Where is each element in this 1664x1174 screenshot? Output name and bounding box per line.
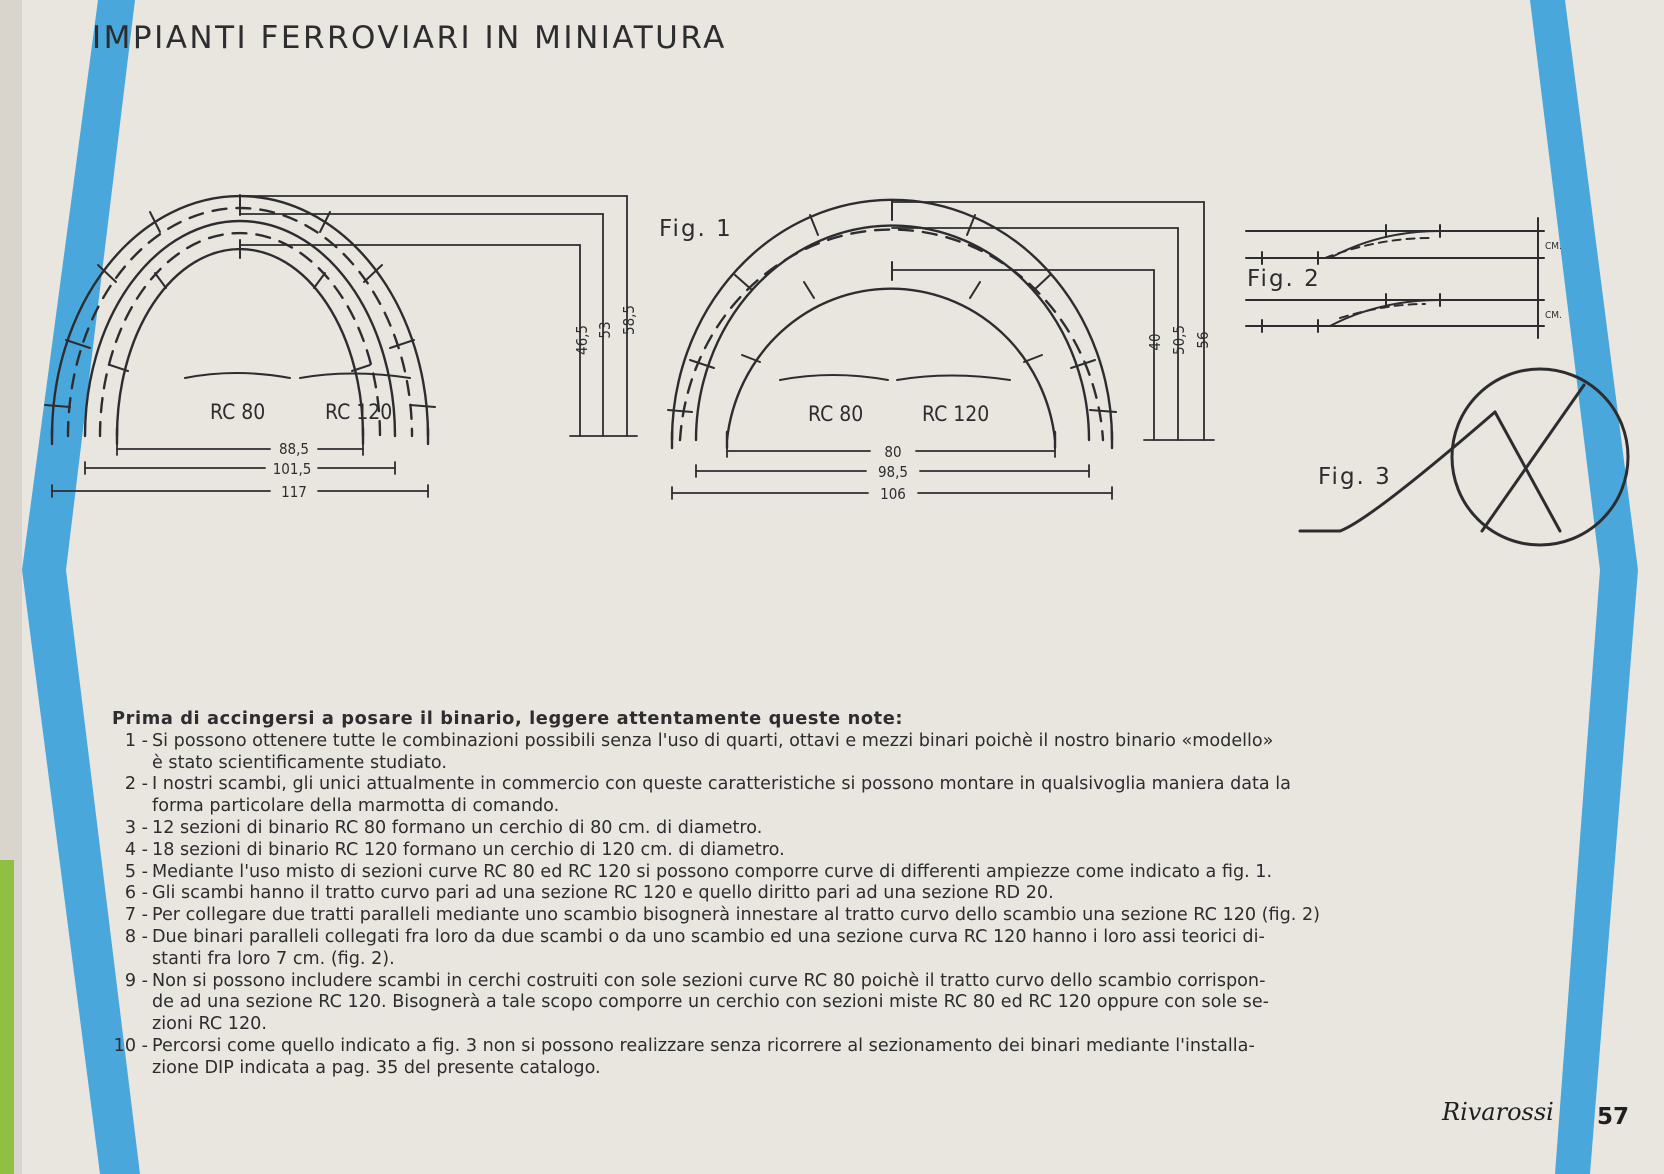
note-number: 2 - — [124, 774, 148, 795]
fig2-ticks — [1261, 224, 1441, 333]
note-item: 7 - Per collegare due tratti paralleli m… — [112, 905, 1584, 927]
note-number: 8 - — [124, 926, 148, 947]
fig3-cross-a — [1493, 410, 1562, 533]
page-title: IMPIANTI FERROVIARI IN MINIATURA — [92, 20, 727, 56]
page-number: 57 — [1597, 1104, 1630, 1130]
rc80-sample-segment — [779, 374, 889, 381]
note-text: I nostri scambi, gli unici attualmente i… — [152, 774, 1291, 817]
note-text: Per collegare due tratti paralleli media… — [152, 905, 1321, 926]
note-item: 2 - I nostri scambi, gli unici attualmen… — [112, 774, 1584, 818]
note-number: 5 - — [124, 861, 148, 882]
fig2-unit-top: CM. — [1545, 241, 1562, 252]
arc-rc80 — [725, 287, 1057, 442]
rc120-sample-segment — [299, 372, 411, 379]
rc120-sample-segment — [896, 374, 1011, 381]
note-text: Mediante l'uso misto di sezioni curve RC… — [152, 861, 1273, 882]
tie-ticks — [667, 199, 1117, 413]
fig2-unit-bottom: CM. — [1545, 310, 1562, 321]
label-rc80: RC 80 — [808, 402, 863, 426]
arc-rc120 — [83, 219, 397, 438]
note-item: 3 - 12 sezioni di binario RC 80 formano … — [112, 818, 1584, 840]
width-dimensions — [671, 444, 1113, 500]
width-101-5: 101,5 — [273, 460, 312, 478]
label-rc80: RC 80 — [210, 400, 265, 424]
width-88-5: 88,5 — [279, 440, 309, 458]
width-98-5: 98,5 — [878, 463, 908, 481]
rc80-sample-segment — [184, 372, 291, 379]
note-text: Percorsi come quello indicato a fig. 3 n… — [152, 1035, 1255, 1078]
right-blue-band — [1530, 0, 1638, 1174]
height-dimensions — [239, 195, 638, 437]
notes-heading: Prima di accingersi a posare il binario,… — [112, 708, 904, 729]
fig2-label: Fig. 2 — [1247, 266, 1321, 292]
note-item: 4 - 18 sezioni di binario RC 120 formano… — [112, 840, 1584, 862]
notes-section: Prima di accingersi a posare il binario,… — [112, 708, 1584, 1080]
note-item: 9 - Non si possono includere scambi in c… — [112, 971, 1584, 1036]
note-number: 6 - — [124, 883, 148, 904]
height-53: 53 — [596, 321, 614, 338]
width-dimensions — [51, 442, 429, 498]
fig3-cross-b — [1480, 383, 1586, 533]
note-item: 1 - Si possono ottenere tutte le combina… — [112, 731, 1584, 775]
fig1-left-diagram: RC 80 RC 120 88,5 101,5 117 46,5 53 58,5 — [44, 194, 638, 501]
note-item: 6 - Gli scambi hanno il tratto curvo par… — [112, 883, 1584, 905]
fig2-diagram: CM. CM. — [1245, 217, 1562, 339]
note-item: 8 - Due binari paralleli collegati fra l… — [112, 927, 1584, 971]
note-text: Gli scambi hanno il tratto curvo pari ad… — [152, 883, 1054, 904]
width-117: 117 — [281, 483, 307, 501]
note-number: 10 - — [113, 1035, 148, 1056]
width-80: 80 — [884, 443, 901, 461]
note-text: 18 sezioni di binario RC 120 formano un … — [152, 839, 785, 860]
note-item: 10 - Percorsi come quello indicato a fig… — [112, 1036, 1584, 1080]
label-rc120: RC 120 — [325, 400, 392, 424]
note-number: 7 - — [124, 905, 148, 926]
note-text: Due binari paralleli collegati fra loro … — [152, 926, 1265, 969]
fig3-label: Fig. 3 — [1318, 464, 1392, 490]
fig3-diagram — [1298, 367, 1630, 547]
note-text: Non si possono includere scambi in cerch… — [152, 970, 1270, 1035]
fig1-right-diagram: RC 80 RC 120 80 98,5 106 40 50,5 56 — [667, 198, 1215, 503]
fig1-label: Fig. 1 — [659, 216, 733, 242]
width-106: 106 — [880, 485, 906, 503]
height-46-5: 46,5 — [573, 325, 591, 355]
tie-ticks — [44, 194, 436, 408]
arc-mixed-dashed — [678, 228, 1105, 442]
height-50-5: 50,5 — [1170, 325, 1188, 355]
height-40: 40 — [1146, 333, 1164, 350]
note-number: 4 - — [124, 839, 148, 860]
note-text: 12 sezioni di binario RC 80 formano un c… — [152, 817, 763, 838]
brand-logo: Rivarossi — [1442, 1098, 1554, 1126]
arc-rc80-dashed — [98, 231, 382, 438]
height-dimensions — [891, 201, 1215, 441]
note-number: 3 - — [124, 817, 148, 838]
height-56: 56 — [1194, 331, 1212, 348]
arc-mixed — [694, 224, 1091, 442]
label-rc120: RC 120 — [922, 402, 989, 426]
note-item: 5 - Mediante l'uso misto di sezioni curv… — [112, 862, 1584, 884]
green-edge-strip — [0, 860, 14, 1174]
left-blue-band — [22, 0, 140, 1174]
note-number: 1 - — [124, 730, 148, 751]
note-text: Si possono ottenere tutte le combinazion… — [152, 730, 1274, 773]
height-58-5: 58,5 — [620, 305, 638, 335]
note-number: 9 - — [124, 970, 148, 991]
